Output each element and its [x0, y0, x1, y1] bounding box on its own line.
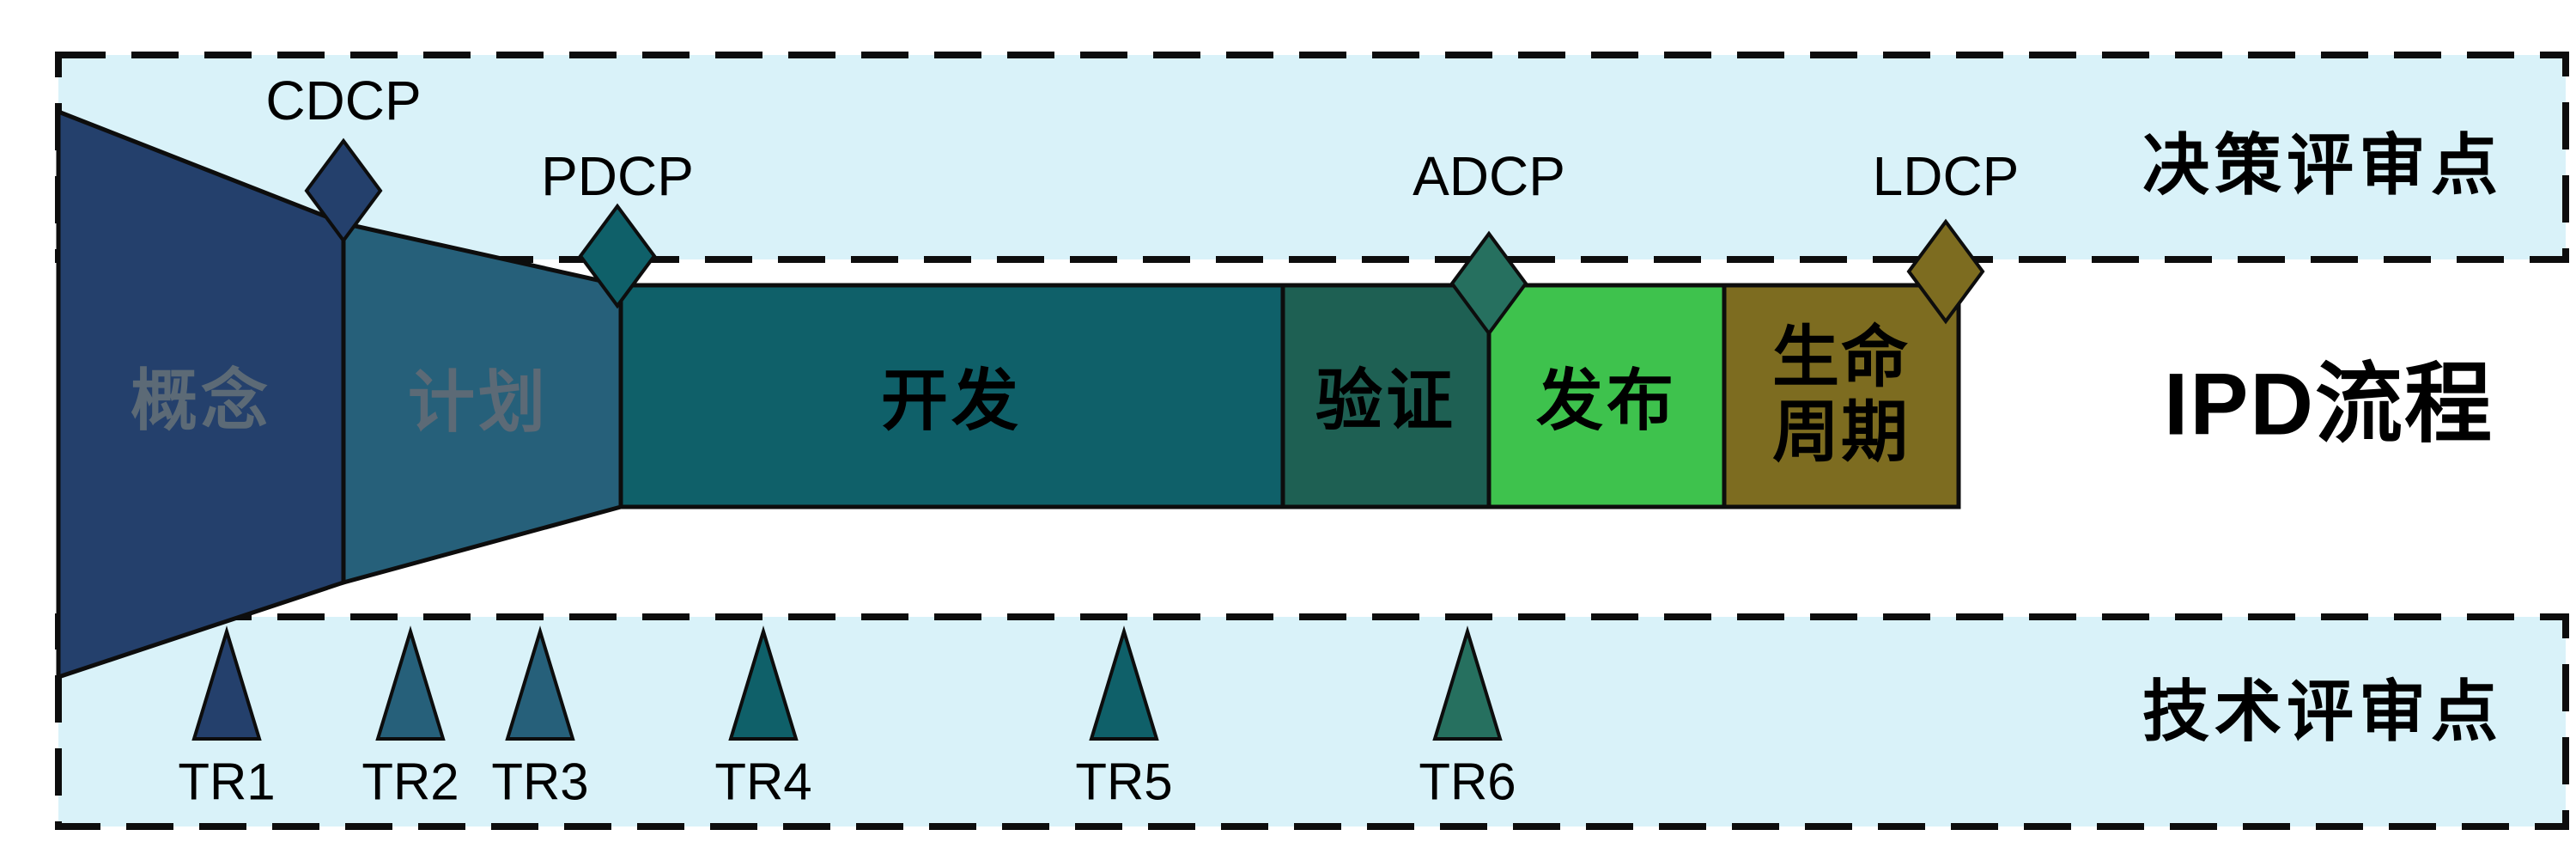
pdcp-label: PDCP [541, 145, 694, 207]
technical-lane-label: 技术评审点 [2142, 674, 2504, 749]
phase-plan-label: 计划 [407, 364, 550, 440]
tr6-triangle-icon [1432, 625, 1503, 741]
tr5-label: TR5 [1075, 753, 1173, 811]
phase-develop-shape [618, 283, 1285, 509]
phase-verify-shape [1280, 283, 1492, 509]
phase-release-label: 发布 [1535, 363, 1678, 438]
tr3-triangle-icon [505, 625, 575, 741]
decision-lane-label: 决策评审点 [2142, 127, 2504, 203]
process-lane-label: IPD流程 [2163, 355, 2494, 454]
cdcp-label: CDCP [265, 70, 422, 131]
adcp-diamond-icon [1449, 230, 1528, 337]
tr2-triangle-icon [375, 625, 446, 741]
tr6-label: TR6 [1419, 753, 1516, 811]
phase-lifecycle-shape [1722, 283, 1961, 509]
tr4-label: TR4 [714, 753, 812, 811]
tr1-label: TR1 [178, 753, 276, 811]
phase-release-shape [1486, 283, 1727, 509]
tr5-triangle-icon [1089, 625, 1159, 741]
ldcp-label: LDCP [1872, 145, 2020, 207]
phase-verify-label: 验证 [1315, 363, 1457, 438]
phase-concept-label: 概念 [130, 363, 272, 438]
decision-review-band [55, 52, 2569, 263]
phase-lifecycle-label: 生命周期 [1771, 319, 1910, 470]
adcp-label: ADCP [1413, 145, 1565, 207]
technical-review-band [55, 613, 2569, 830]
tr3-label: TR3 [491, 753, 589, 811]
tr2-label: TR2 [361, 753, 459, 811]
cdcp-diamond-icon [304, 137, 383, 244]
tr4-triangle-icon [728, 625, 799, 741]
tr1-triangle-icon [191, 625, 262, 741]
ldcp-diamond-icon [1906, 218, 1985, 325]
phase-develop-label: 开发 [880, 363, 1023, 438]
pdcp-diamond-icon [578, 203, 657, 309]
